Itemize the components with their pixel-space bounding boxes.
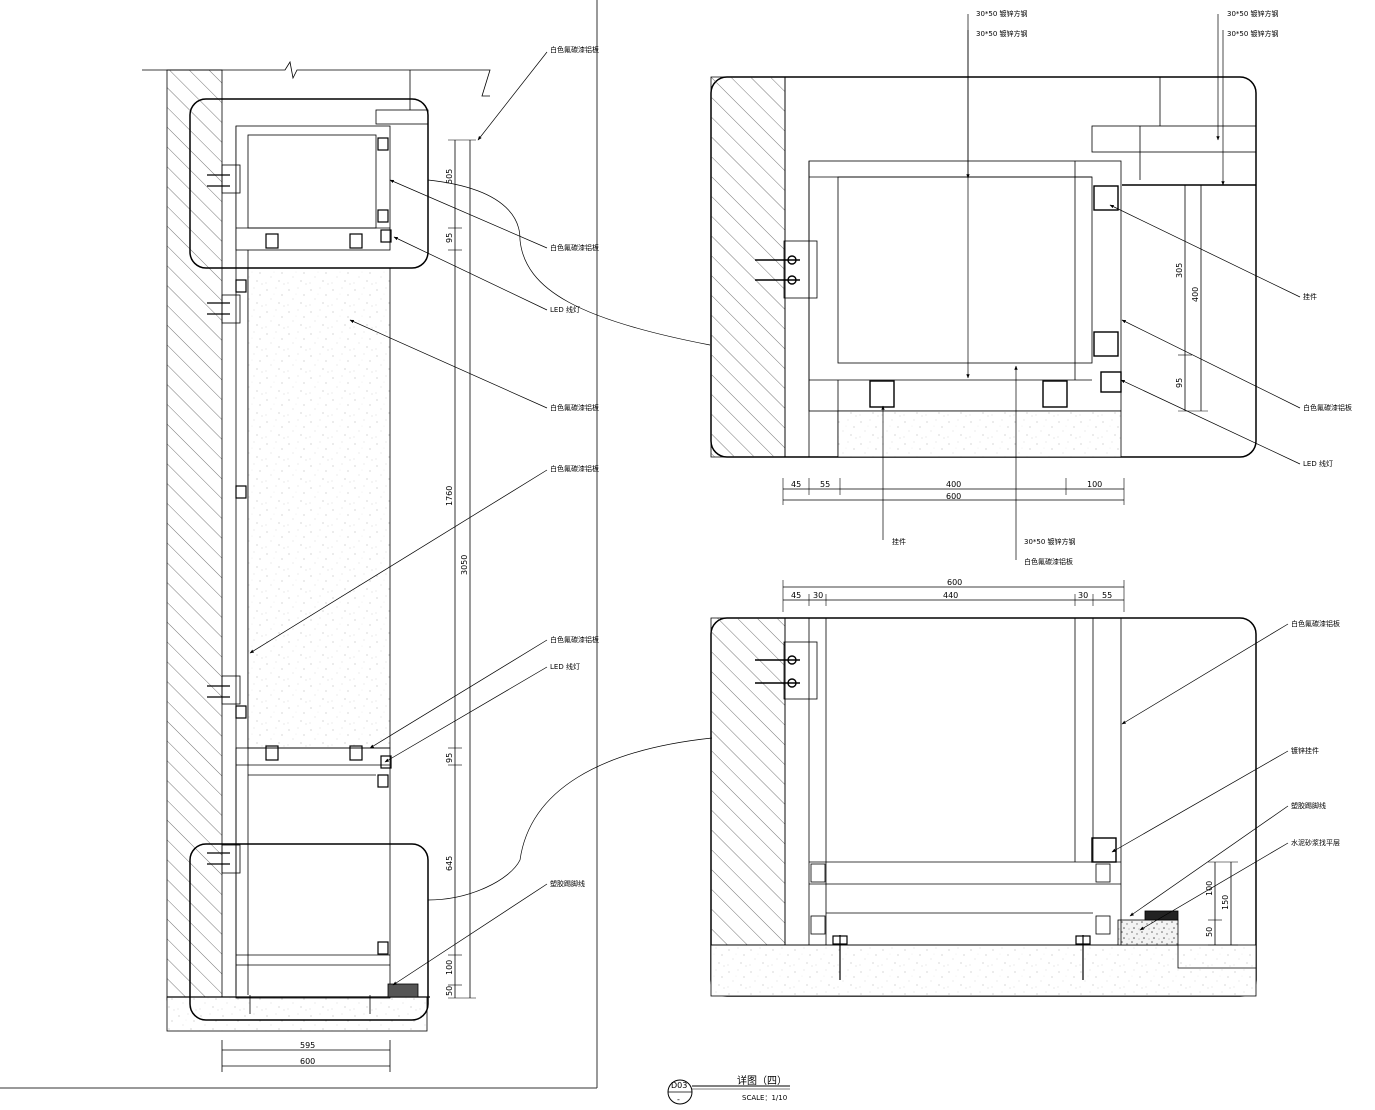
label-panel-mid3: 白色氟碳漆铝板	[550, 464, 599, 473]
dim-100: 100	[1087, 480, 1102, 489]
detail-bottom-labels: 白色氟碳漆铝板 镀锌挂件 塑胶踢脚线 水泥砂浆找平层 600 45 30 440…	[791, 578, 1340, 937]
label-hanger-right: 挂件	[1303, 292, 1317, 301]
label-skirting: 塑胶踢脚线	[550, 879, 585, 888]
label-steel-1: 30*50 镀锌方钢	[976, 9, 1028, 18]
dim-55: 55	[820, 480, 830, 489]
detail-bottom	[710, 580, 1257, 997]
dim-600-top: 600	[947, 578, 962, 587]
label-panel-mid1: 白色氟碳漆铝板	[550, 243, 599, 252]
sheet-number: D03	[671, 1081, 687, 1090]
dim-95b: 95	[445, 753, 454, 763]
label-panel-low: 白色氟碳漆铝板	[550, 635, 599, 644]
detail-top	[710, 76, 1257, 505]
dim-95a: 95	[445, 233, 454, 243]
label-led-low: LED 线灯	[550, 662, 580, 671]
elevation-labels: 白色氟碳漆铝板 白色氟碳漆铝板 LED 线灯 白色氟碳漆铝板 白色氟碳漆铝板 白…	[300, 45, 599, 1066]
label-led-right: LED 线灯	[1303, 459, 1333, 468]
dim-30a: 30	[813, 591, 823, 600]
dim-400h: 400	[946, 480, 961, 489]
label-panel-mid2: 白色氟碳漆铝板	[550, 403, 599, 412]
label-screed: 水泥砂浆找平层	[1291, 838, 1340, 847]
detail-top-labels: 30*50 镀锌方钢 30*50 镀锌方钢 30*50 镀锌方钢 30*50 镀…	[791, 9, 1352, 566]
dim-55-b: 55	[1102, 591, 1112, 600]
dim-50: 50	[445, 986, 454, 996]
label-panel: 白色氟碳漆铝板	[1291, 619, 1340, 628]
ceiling-line	[142, 60, 491, 97]
wall-hatch	[166, 69, 223, 1001]
label-panel-bottom: 白色氟碳漆铝板	[1024, 557, 1073, 566]
drawing-scale: SCALE：1/10	[742, 1094, 787, 1102]
label-steel-4: 30*50 镀锌方钢	[1227, 29, 1279, 38]
sheet-sub: -	[677, 1095, 680, 1104]
floor-slab	[166, 996, 428, 1032]
label-steel-3: 30*50 镀锌方钢	[1227, 9, 1279, 18]
label-panel-top: 白色氟碳漆铝板	[550, 45, 599, 54]
dim-100: 100	[445, 960, 454, 975]
dim-600: 600	[946, 492, 961, 501]
title-block: D03 - 详图（四） SCALE：1/10	[667, 1074, 790, 1105]
dim-v100: 100	[1205, 881, 1214, 896]
label-steel-2: 30*50 镀锌方钢	[976, 29, 1028, 38]
label-skirting-detail: 塑胶踢脚线	[1291, 801, 1326, 810]
dim-95: 95	[1175, 378, 1184, 388]
dim-600: 600	[300, 1057, 315, 1066]
label-hanger: 镀锌挂件	[1291, 746, 1319, 755]
dim-45-b: 45	[791, 591, 801, 600]
label-steel-bottom: 30*50 镀锌方钢	[1024, 537, 1076, 546]
dim-645: 645	[445, 856, 454, 871]
elevation-section	[142, 60, 491, 1072]
dim-v50: 50	[1205, 927, 1214, 937]
label-hanger-bottom: 挂件	[892, 537, 906, 546]
dim-595: 595	[300, 1041, 315, 1050]
dim-3050: 3050	[460, 555, 469, 575]
label-led-top: LED 线灯	[550, 305, 580, 314]
stone-panel	[247, 267, 391, 749]
dim-440: 440	[943, 591, 958, 600]
dim-1760: 1760	[445, 486, 454, 506]
dim-505: 505	[445, 169, 454, 184]
dim-400v: 400	[1191, 287, 1200, 302]
drawing-title: 详图（四）	[737, 1074, 787, 1087]
dim-30b: 30	[1078, 591, 1088, 600]
dim-45: 45	[791, 480, 801, 489]
dim-305: 305	[1175, 263, 1184, 278]
dim-v150: 150	[1221, 895, 1230, 910]
label-panel-right: 白色氟碳漆铝板	[1303, 403, 1352, 412]
